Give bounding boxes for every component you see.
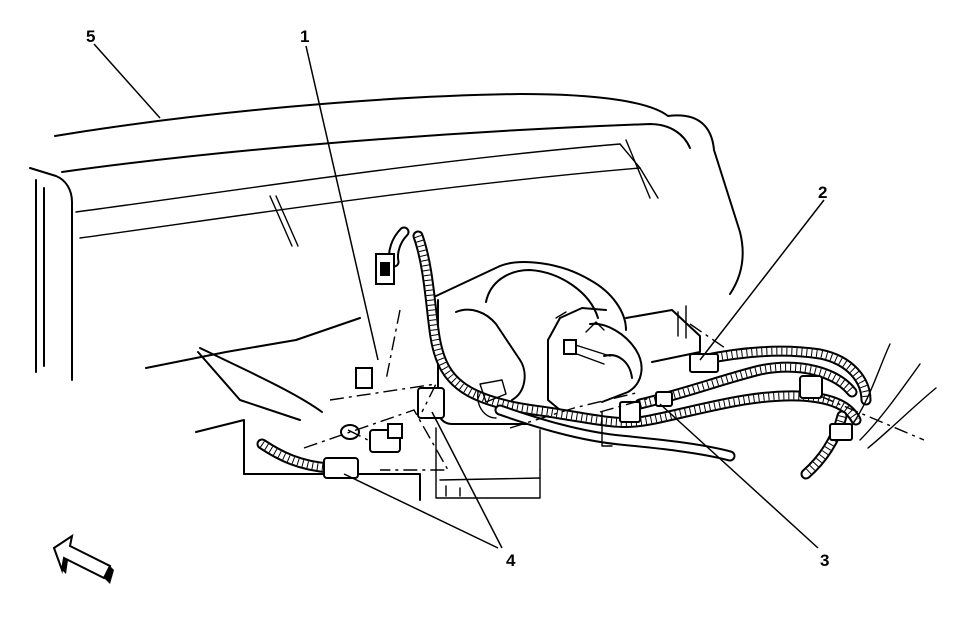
- leader-5: [93, 43, 161, 119]
- left-side-panel: [29, 167, 73, 381]
- floor-structure: [145, 317, 421, 501]
- clip-2: [689, 353, 719, 373]
- assembly-lines: [303, 309, 925, 471]
- harness-connector: [417, 387, 445, 419]
- callout-3: 3: [820, 551, 829, 570]
- lower-connector: [323, 457, 359, 479]
- left-connector: [355, 367, 373, 389]
- instrument-panel-top: [54, 93, 744, 295]
- callout-2: 2: [818, 183, 827, 202]
- front-direction-arrow-icon: [52, 533, 114, 584]
- callout-labels: 1 2 3 4 5: [86, 27, 829, 570]
- callout-1: 1: [300, 27, 309, 46]
- motor-assembly: [435, 261, 701, 499]
- leader-1: [305, 45, 379, 361]
- leader-4b: [431, 411, 503, 549]
- leader-4a: [343, 473, 499, 549]
- leader-3: [659, 403, 819, 549]
- callout-4: 4: [506, 551, 516, 570]
- leader-lines: [93, 43, 825, 549]
- wiring-harness: [256, 226, 937, 480]
- leader-2: [699, 199, 825, 361]
- callout-5: 5: [86, 27, 95, 46]
